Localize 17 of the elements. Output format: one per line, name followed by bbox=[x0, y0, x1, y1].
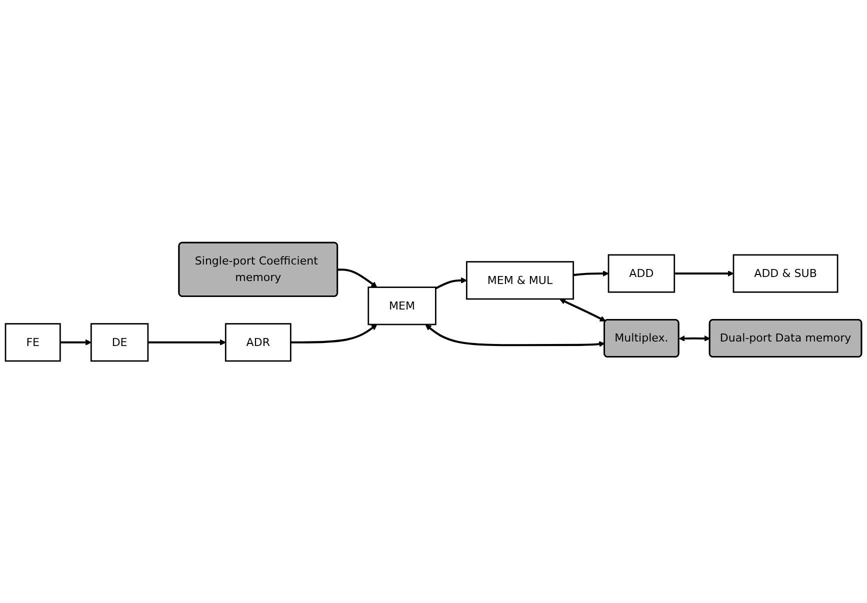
node-box: DE bbox=[90, 322, 149, 362]
arrow bbox=[435, 277, 467, 290]
arrow bbox=[60, 339, 92, 346]
arrow bbox=[674, 270, 734, 276]
node-box: MEM & MUL bbox=[466, 260, 574, 300]
node-box: ADR bbox=[224, 322, 292, 362]
arrow bbox=[148, 339, 226, 346]
arrow bbox=[560, 298, 606, 322]
node-box: ADD & SUB bbox=[732, 254, 838, 293]
arrow bbox=[678, 335, 710, 342]
arrow bbox=[425, 324, 605, 347]
node-box: ADD bbox=[608, 254, 676, 293]
arrow bbox=[290, 324, 378, 344]
arrow bbox=[573, 270, 609, 276]
node-box: MEM bbox=[368, 286, 436, 325]
arrow bbox=[338, 268, 378, 288]
node-box: FE bbox=[4, 322, 61, 362]
